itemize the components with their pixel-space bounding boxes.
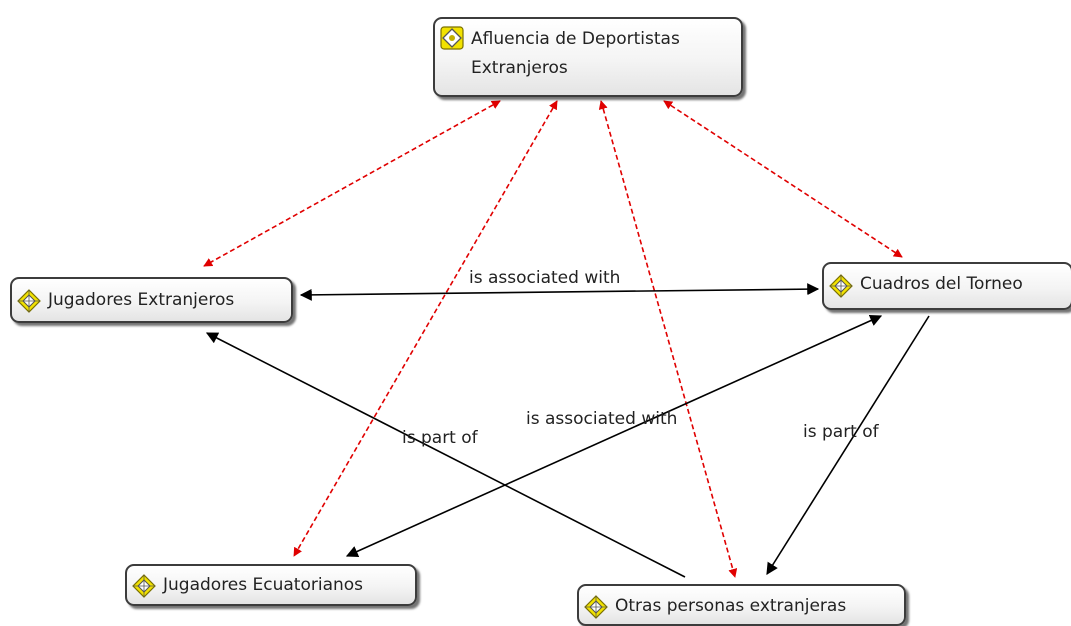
- link-label-jugext-cuadros: is associated with: [469, 268, 620, 288]
- relation-links: [205, 283, 930, 578]
- concept-icon: [17, 289, 41, 313]
- concept-node-cuadros-del-torneo[interactable]: Cuadros del Torneo: [822, 262, 1071, 310]
- concept-icon: [584, 595, 608, 619]
- concept-label: Otras personas extranjeras: [615, 596, 847, 616]
- concept-node-jugadores-extranjeros[interactable]: Jugadores Extranjeros: [10, 277, 293, 323]
- dashed-links: [203, 100, 903, 578]
- concept-label: Cuadros del Torneo: [860, 274, 1023, 294]
- link-label-cuadros-otras: is part of: [803, 422, 880, 442]
- concept-node-afluencia[interactable]: Afluencia de Deportistas Extranjeros: [433, 17, 743, 97]
- concept-node-jugadores-ecuatorianos[interactable]: Jugadores Ecuatorianos: [125, 564, 417, 606]
- link-label-otras-jugext: is part of: [402, 428, 479, 448]
- link-label-cuadros-jugecu: is associated with: [526, 409, 677, 429]
- link-jugadores-extranjeros-cuadros[interactable]: [299, 283, 820, 301]
- link-cuadros-jugadores-ecuatorianos[interactable]: [345, 314, 883, 558]
- dashed-link-afluencia-jugadores-extranjeros[interactable]: [203, 100, 501, 267]
- link-cuadros-otras-personas[interactable]: [766, 315, 930, 576]
- concept-label: Jugadores Extranjeros: [48, 290, 235, 310]
- concept-label: Afluencia de Deportistas Extranjeros: [471, 29, 680, 78]
- concept-icon: [132, 574, 156, 598]
- link-otras-personas-jugadores-extranjeros[interactable]: [205, 332, 686, 578]
- dashed-link-afluencia-jugadores-ecuatorianos[interactable]: [293, 100, 558, 557]
- dashed-link-afluencia-otras-personas[interactable]: [598, 100, 738, 578]
- concept-node-otras-personas-extranjeras[interactable]: Otras personas extranjeras: [577, 584, 906, 626]
- dashed-link-afluencia-cuadros[interactable]: [663, 100, 903, 258]
- concept-icon: [440, 26, 464, 50]
- concept-label: Jugadores Ecuatorianos: [163, 575, 364, 595]
- concept-icon: [829, 274, 853, 298]
